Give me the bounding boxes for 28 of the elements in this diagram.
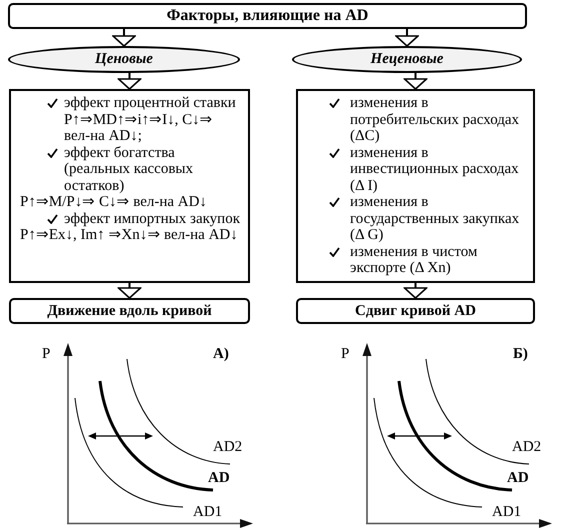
result-text: Движение вдоль кривой bbox=[47, 302, 212, 320]
list-item-text: изменения в инвестиционных расходах (Δ I) bbox=[350, 144, 520, 194]
category-label: Неценовые bbox=[370, 51, 444, 68]
factor-list-box bbox=[296, 89, 535, 283]
result-box bbox=[9, 298, 250, 324]
list-item-text: эффект богатства (реальных кассовых остатков) bbox=[64, 144, 194, 194]
axis-label: P bbox=[42, 346, 50, 362]
list-item-text: P↑⇒Ex↓, Im↑ ⇒Xn↓⇒ вел-на AD↓ bbox=[20, 227, 239, 244]
arrow bbox=[118, 283, 142, 299]
arrow bbox=[112, 29, 136, 47]
header-box bbox=[8, 3, 527, 29]
heading-text: Факторы, влияющие на AD bbox=[166, 7, 368, 25]
list-item-text: эффект процентной ставки bbox=[64, 95, 237, 112]
list-item-text: изменения в чистом экспорте (Δ Xn) bbox=[350, 244, 478, 276]
result-text: Сдвиг кривой AD bbox=[355, 302, 476, 320]
arrow bbox=[404, 283, 428, 299]
list-item-text: изменения в потребительских расходах (ΔC) bbox=[350, 95, 520, 144]
list-item-text: P↑⇒MD↑⇒i↑⇒I↓, C↓⇒ вел-на AD↓; bbox=[64, 112, 214, 144]
list-item-text: изменения в государственных закупках (Δ G) bbox=[350, 194, 520, 244]
arrow bbox=[395, 29, 419, 47]
list-item-text: P↑⇒M/P↓⇒ C↓⇒ вел-на AD↓ bbox=[20, 194, 208, 210]
list-item-text: эффект импортных закупок bbox=[64, 210, 241, 227]
result-box bbox=[296, 298, 535, 324]
arrow bbox=[404, 73, 428, 90]
category-label: Ценовые bbox=[95, 51, 153, 68]
axis-label: P bbox=[341, 346, 350, 362]
factor-list-box bbox=[9, 89, 250, 283]
arrow bbox=[118, 73, 142, 90]
